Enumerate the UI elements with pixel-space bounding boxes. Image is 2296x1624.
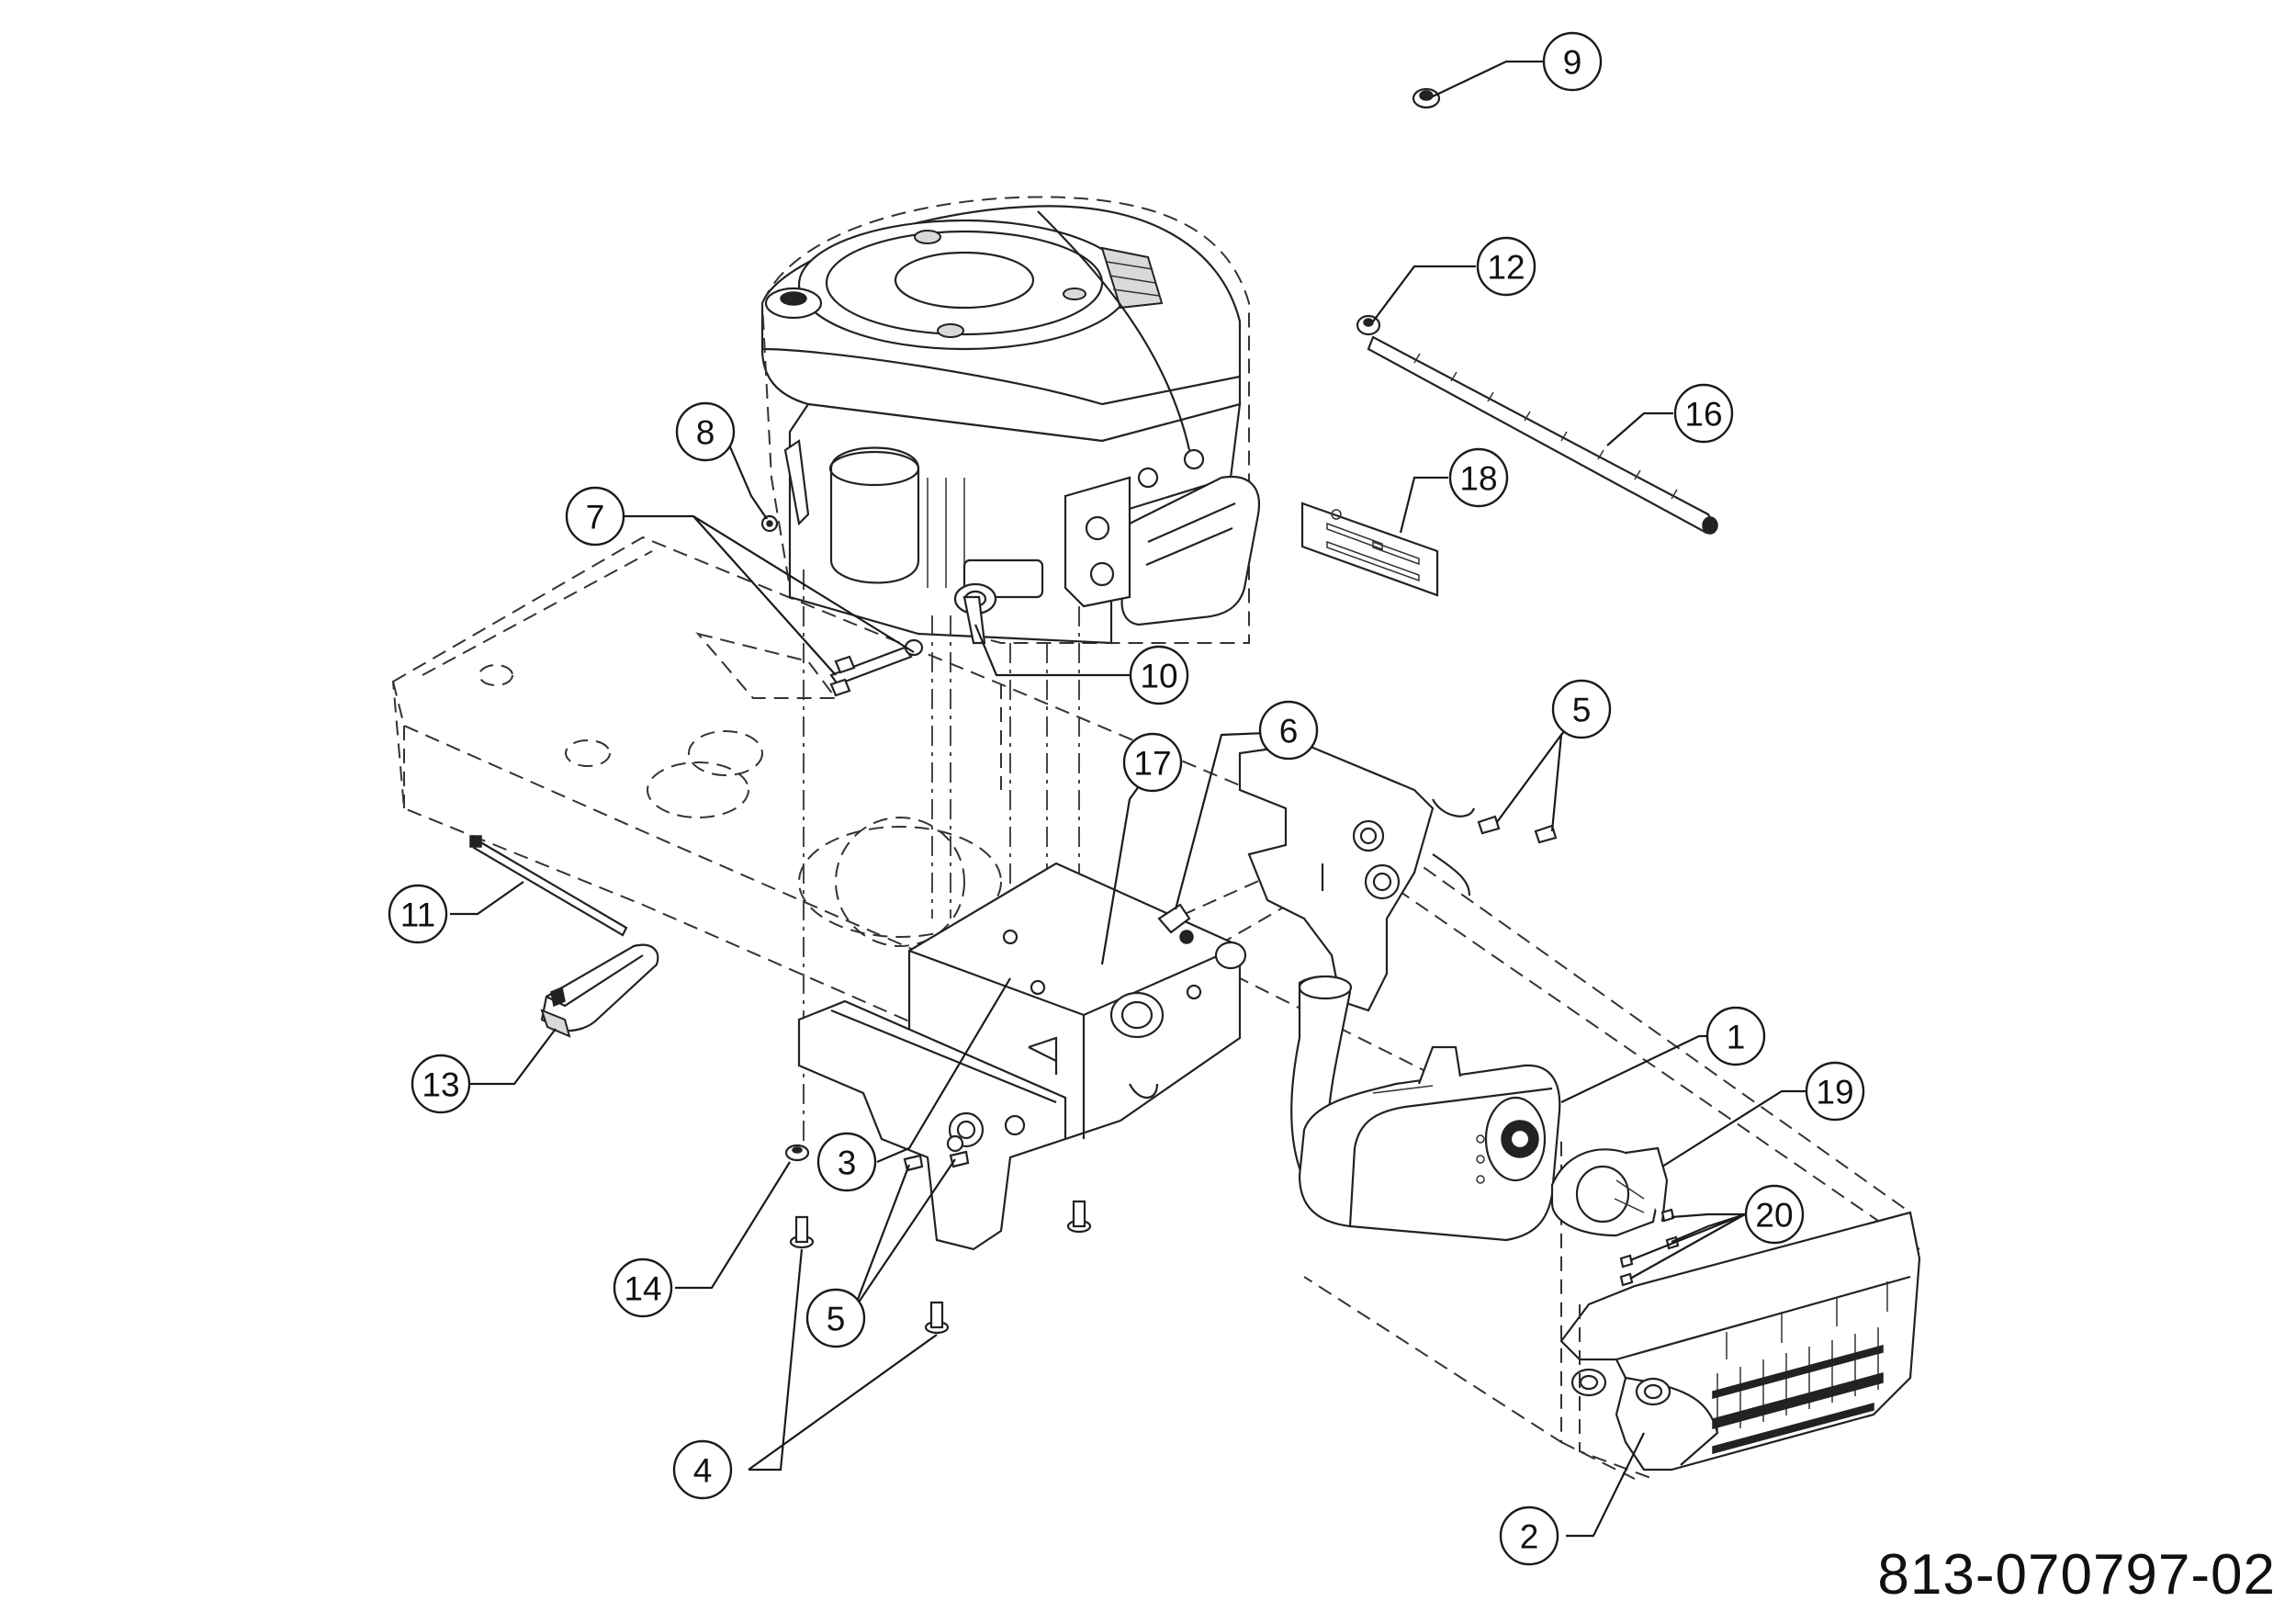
svg-text:1: 1 [1727, 1019, 1746, 1056]
svg-text:2: 2 [1520, 1518, 1539, 1556]
callout-7: 7 [565, 486, 625, 547]
svg-text:10: 10 [1140, 658, 1177, 695]
svg-text:13: 13 [422, 1066, 459, 1104]
svg-text:14: 14 [624, 1270, 661, 1308]
bolt-part-3 [946, 1134, 964, 1153]
callout-12: 12 [1476, 236, 1536, 297]
svg-text:11: 11 [400, 897, 435, 934]
svg-text:18: 18 [1459, 460, 1497, 498]
cable-tie-part-11 [469, 835, 628, 937]
svg-text:17: 17 [1133, 745, 1171, 783]
svg-text:7: 7 [586, 499, 605, 536]
svg-text:3: 3 [838, 1145, 857, 1182]
bolt-part-10 [962, 595, 986, 645]
svg-text:9: 9 [1563, 44, 1582, 82]
callout-20: 20 [1744, 1184, 1805, 1245]
svg-text:16: 16 [1684, 396, 1722, 434]
callout-19: 19 [1805, 1061, 1865, 1122]
callout-2: 2 [1499, 1506, 1559, 1566]
bolt-part-4 [789, 1200, 1092, 1335]
svg-text:12: 12 [1487, 249, 1525, 287]
plate-part-18 [1300, 502, 1439, 597]
svg-text:5: 5 [827, 1301, 846, 1338]
callout-4: 4 [672, 1439, 733, 1500]
callout-16: 16 [1673, 383, 1734, 444]
svg-text:6: 6 [1279, 713, 1299, 750]
bolt-part-5-upper [1477, 815, 1558, 844]
muffler [1298, 1045, 1561, 1242]
callout-8: 8 [675, 401, 736, 462]
nut-part-9 [1412, 87, 1441, 109]
engine-mount-bracket [797, 742, 1476, 1251]
clip-part-6 [1157, 903, 1194, 944]
svg-text:20: 20 [1755, 1197, 1793, 1235]
heat-shield [1559, 1211, 1921, 1480]
svg-text:5: 5 [1572, 692, 1592, 729]
callout-6: 6 [1258, 700, 1319, 761]
rod-part-16 [1367, 335, 1718, 535]
leader-lines [450, 60, 1807, 1538]
callout-18: 18 [1448, 447, 1509, 508]
callout-5-upper: 5 [1551, 679, 1612, 739]
diagram-part-number: 813-070797-02 [1877, 1543, 2276, 1607]
callout-17: 17 [1122, 732, 1183, 793]
callout-5-lower: 5 [805, 1288, 866, 1348]
cover-part-13 [540, 943, 659, 1038]
exhaust-deflector [1550, 1146, 1669, 1237]
callout-9: 9 [1542, 31, 1603, 92]
nut-part-14 [784, 1144, 810, 1162]
svg-text:8: 8 [696, 414, 715, 452]
bolt-part-7 [829, 638, 924, 697]
svg-text:19: 19 [1816, 1074, 1853, 1111]
svg-text:4: 4 [693, 1452, 713, 1490]
callout-13: 13 [411, 1054, 471, 1114]
callout-14: 14 [613, 1257, 673, 1318]
callout-11: 11 [388, 884, 448, 944]
callout-1: 1 [1705, 1006, 1766, 1066]
callout-10: 10 [1129, 645, 1189, 705]
bolt-part-8 [760, 514, 779, 533]
callout-3: 3 [816, 1132, 877, 1192]
